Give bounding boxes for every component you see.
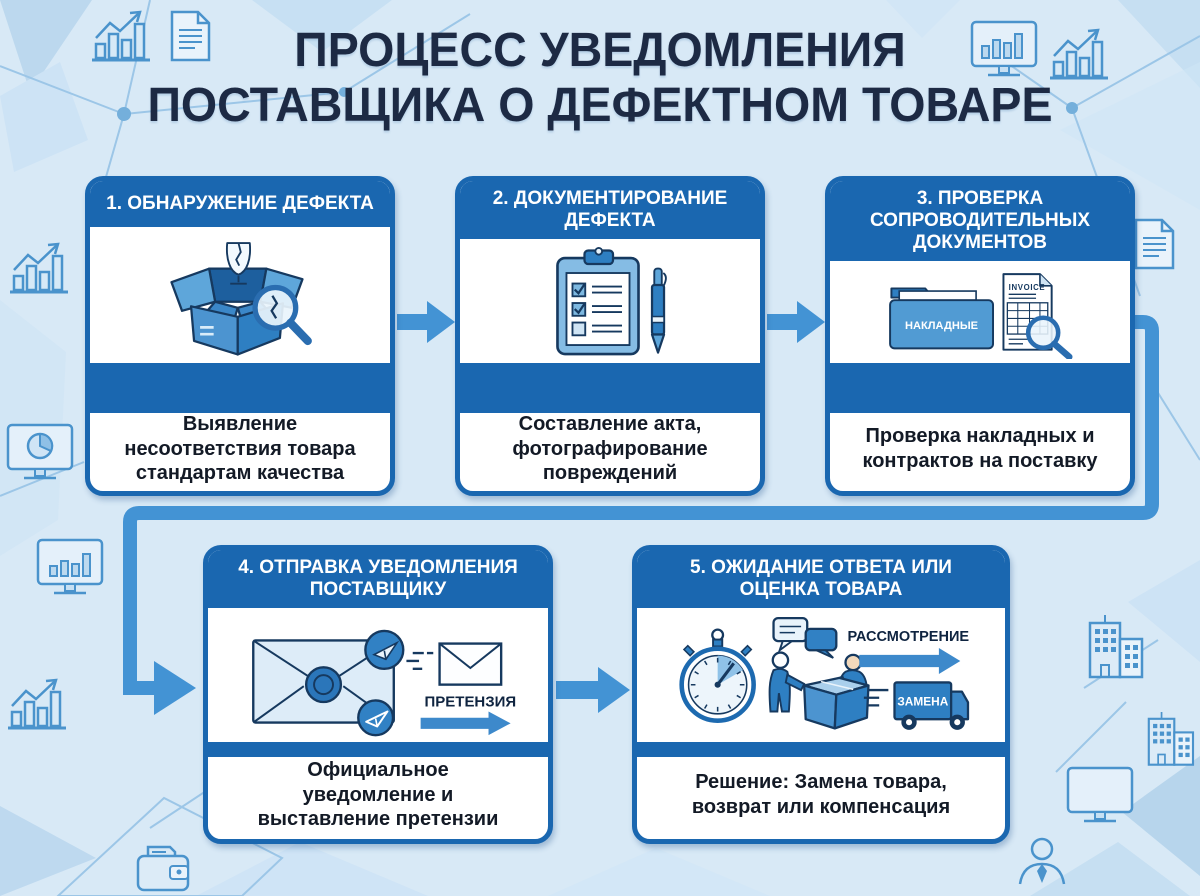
step-2-header: 2. ДОКУМЕНТИРОВАНИЕ ДЕФЕКТА	[460, 181, 760, 239]
invoice-label: INVOICE	[1009, 282, 1046, 291]
replacement-label: ЗАМЕНА	[897, 694, 948, 708]
step-card-3: 3. ПРОВЕРКА СОПРОВОДИТЕЛЬНЫХ ДОКУМЕНТОВ …	[825, 176, 1135, 496]
divider-band	[208, 742, 548, 757]
step-5-description: Решение: Замена товара, возврат или комп…	[691, 771, 951, 818]
step-1-icon-area	[90, 227, 390, 363]
person-icon	[1018, 837, 1066, 885]
sealed-envelope-send-icon: ПРЕТЕНЗИЯ	[252, 629, 517, 737]
buildings-icon	[1147, 710, 1195, 766]
step-2-description: Составление акта, фотографирование повре…	[512, 412, 708, 485]
clipboard-checklist-pen-icon	[556, 246, 667, 356]
step-card-4: 4. ОТПРАВКА УВЕДОМЛЕНИЯ ПОСТАВЩИКУ	[203, 545, 553, 844]
step-4-header: 4. ОТПРАВКА УВЕДОМЛЕНИЯ ПОСТАВЩИКУ	[208, 550, 548, 608]
claim-arrow	[420, 711, 511, 735]
divider-band	[637, 742, 1005, 757]
speed-lines	[406, 651, 434, 670]
stopwatch-icon	[679, 628, 756, 723]
step-5-header: 5. ОЖИДАНИЕ ОТВЕТА ИЛИ ОЦЕНКА ТОВАРА	[637, 550, 1005, 608]
delivery-truck-icon: ЗАМЕНА	[863, 680, 970, 730]
step-4-icon-area: ПРЕТЕНЗИЯ	[208, 607, 548, 742]
bar-chart-icon	[8, 242, 70, 294]
monitor-icon	[1066, 766, 1134, 823]
step-4-description: Официальное уведомление и выставление пр…	[257, 758, 499, 831]
monitor-pie-icon	[6, 423, 74, 480]
step-3-icon-area: НАКЛАДНЫЕ INVOICE	[830, 260, 1130, 363]
send-badge-outline-icon	[357, 698, 395, 737]
document-icon	[1134, 218, 1175, 270]
send-badge-icon	[364, 629, 405, 670]
step-2-icon-area	[460, 238, 760, 363]
review-arrow	[859, 647, 961, 674]
step-3-header: 3. ПРОВЕРКА СОПРОВОДИТЕЛЬНЫХ ДОКУМЕНТОВ	[830, 181, 1130, 261]
folder-invoice-magnifier-icon: НАКЛАДНЫЕ INVOICE	[889, 272, 1073, 359]
step-1-description: Выявление несоответствия товара стандарт…	[124, 412, 356, 485]
divider-band	[90, 363, 390, 413]
review-label: РАССМОТРЕНИЕ	[847, 629, 969, 645]
step-1-header: 1. ОБНАРУЖЕНИЕ ДЕФЕКТА	[90, 181, 390, 227]
stopwatch-discussion-delivery-icon: РАССМОТРЕНИЕ ЗАМЕНА	[679, 616, 970, 730]
claim-label: ПРЕТЕНЗИЯ	[425, 693, 517, 710]
arrow-step1-step2	[397, 301, 455, 343]
broken-box-magnifier-icon	[170, 242, 312, 356]
step-card-5: 5. ОЖИДАНИЕ ОТВЕТА ИЛИ ОЦЕНКА ТОВАРА	[632, 545, 1010, 844]
step-3-description: Проверка накладных и контрактов на поста…	[862, 425, 1098, 472]
step-5-icon-area: РАССМОТРЕНИЕ ЗАМЕНА	[637, 607, 1005, 742]
folder-label: НАКЛАДНЫЕ	[905, 319, 978, 331]
buildings-icon	[1088, 613, 1144, 679]
arrow-step4-step5	[556, 667, 630, 713]
divider-band	[830, 363, 1130, 413]
monitor-chart-icon	[970, 20, 1038, 77]
wallet-icon	[136, 845, 190, 892]
step-card-2: 2. ДОКУМЕНТИРОВАНИЕ ДЕФЕКТА	[455, 176, 765, 496]
box-icon	[803, 676, 870, 730]
network-node-dots	[117, 87, 1078, 121]
speech-bubbles-icon	[772, 616, 838, 659]
arrow-step2-step3	[767, 301, 825, 343]
bar-chart-icon	[6, 678, 68, 730]
title-line-1: ПРОЦЕСС УВЕДОМЛЕНИЯ	[294, 24, 906, 77]
monitor-chart-icon	[36, 538, 104, 595]
page-title: ПРОЦЕСС УВЕДОМЛЕНИЯ ПОСТАВЩИКА О ДЕФЕКТН…	[18, 24, 1182, 133]
title-line-2: ПОСТАВЩИКА О ДЕФЕКТНОМ ТОВАРЕ	[147, 78, 1053, 132]
step-card-1: 1. ОБНАРУЖЕНИЕ ДЕФЕКТА	[85, 176, 395, 496]
divider-band	[460, 363, 760, 413]
